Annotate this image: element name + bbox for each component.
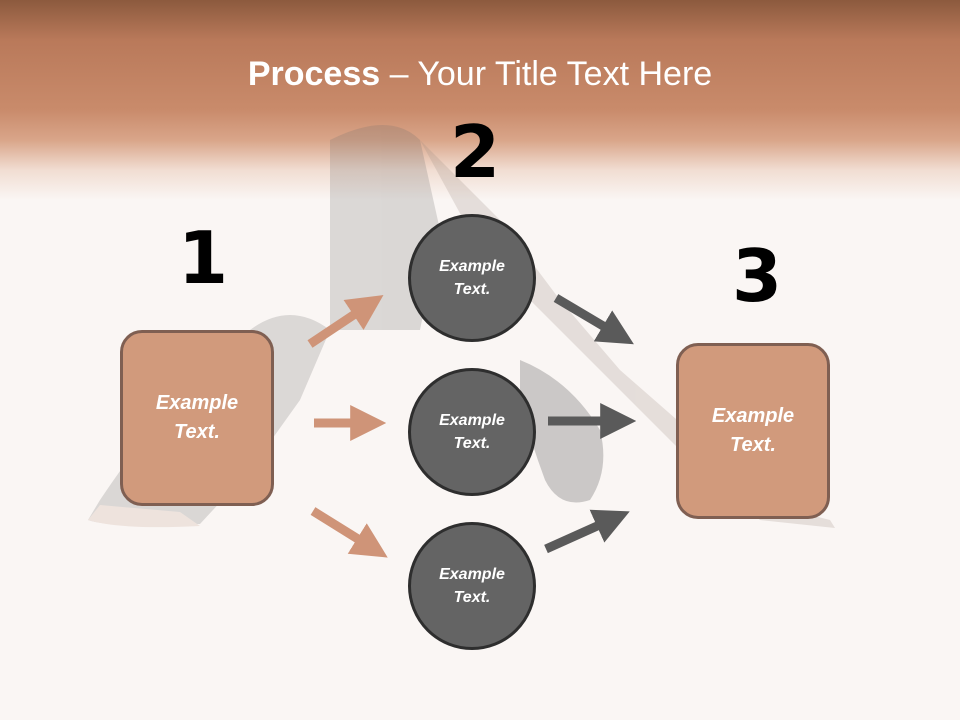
arrow-1-to-bottom bbox=[310, 507, 388, 558]
slide-title: Process – Your Title Text Here bbox=[0, 52, 960, 96]
title-bold: Process bbox=[247, 55, 381, 93]
step-2-circle-bottom: Example Text. bbox=[408, 522, 536, 650]
arrow-1-to-top bbox=[307, 295, 384, 348]
step-1-box: Example Text. bbox=[120, 330, 274, 506]
step-number-2: 2 bbox=[450, 110, 501, 194]
header-band bbox=[0, 0, 960, 200]
step-2-circle-middle: Example Text. bbox=[408, 368, 536, 496]
step-number-1: 1 bbox=[178, 216, 229, 300]
arrow-top-to-3 bbox=[553, 294, 634, 345]
step-number-3: 3 bbox=[732, 234, 783, 318]
step-2-circle-top: Example Text. bbox=[408, 214, 536, 342]
arrow-bottom-to-3 bbox=[544, 509, 630, 554]
step-3-box: Example Text. bbox=[676, 343, 830, 519]
title-rest: – Your Title Text Here bbox=[380, 55, 713, 93]
